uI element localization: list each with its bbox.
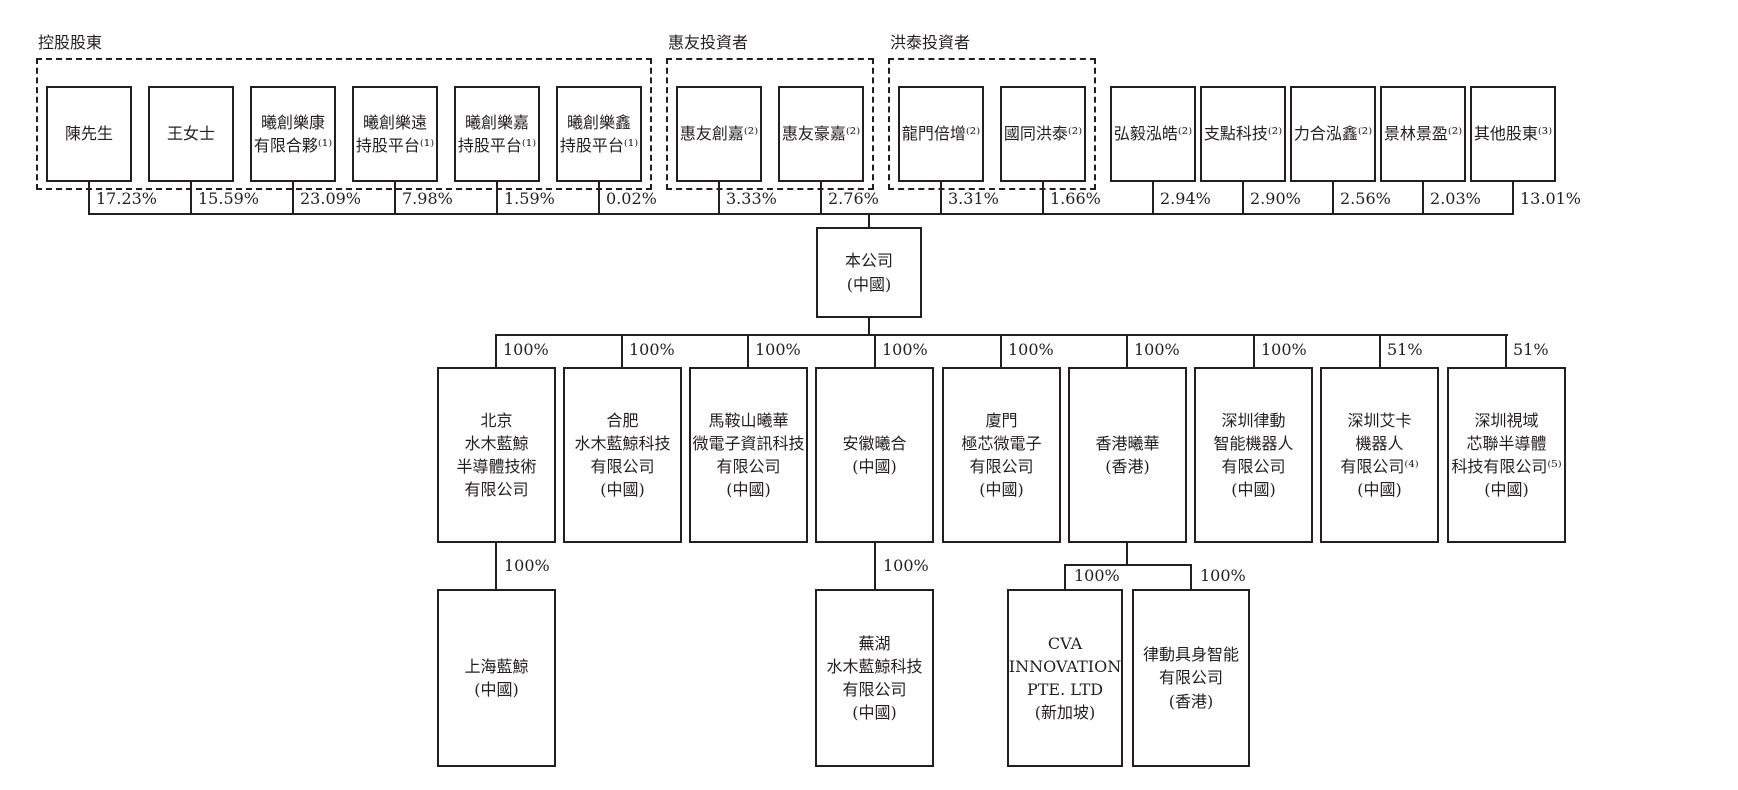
connector-line — [88, 182, 90, 213]
subsidiary-box-1: 北京 水木藍鯨 半導體技術 有限公司 — [437, 367, 556, 543]
connector-line — [1126, 334, 1128, 367]
subsidiary-box-9: 深圳視域 芯聯半導體 科技有限公司⁽⁵⁾ (中國) — [1447, 367, 1566, 543]
connector-line — [868, 213, 870, 227]
subsidiary-box-6: 香港曦華 (香港) — [1068, 367, 1187, 543]
ownership-label: 15.59% — [198, 189, 260, 208]
connector-line — [940, 182, 942, 213]
connector-line — [1190, 564, 1192, 589]
ownership-label: 100% — [883, 556, 929, 575]
shareholder-box-15: 其他股東⁽³⁾ — [1470, 86, 1556, 182]
subsidiary-box-8: 深圳艾卡 機器人 有限公司⁽⁴⁾ (中國) — [1320, 367, 1439, 543]
ownership-label: 13.01% — [1520, 189, 1582, 208]
ownership-label: 1.66% — [1050, 189, 1101, 208]
group-label-controlling-shareholders: 控股股東 — [38, 33, 103, 52]
connector-line — [1064, 564, 1192, 566]
ownership-label: 100% — [629, 340, 675, 359]
ownership-label: 100% — [1200, 566, 1246, 585]
shareholder-box-13: 力合泓鑫⁽²⁾ — [1290, 86, 1376, 182]
connector-line — [394, 182, 396, 213]
ownership-label: 100% — [1074, 566, 1120, 585]
shareholder-box-11: 弘毅泓皓⁽²⁾ — [1110, 86, 1196, 182]
shareholder-box-10: 國同洪泰⁽²⁾ — [1000, 86, 1086, 182]
ownership-label: 100% — [755, 340, 801, 359]
ownership-label: 51% — [1513, 340, 1549, 359]
ownership-label: 7.98% — [402, 189, 453, 208]
connector-line — [598, 182, 600, 213]
shareholder-box-3: 曦創樂康 有限合夥⁽¹⁾ — [250, 86, 336, 182]
shareholder-box-2: 王女士 — [148, 86, 234, 182]
shareholder-box-12: 支點科技⁽²⁾ — [1200, 86, 1286, 182]
sub-subsidiary-box-2: 蕪湖 水木藍鯨科技 有限公司 (中國) — [815, 589, 934, 767]
shareholder-box-6: 曦創樂鑫 持股平台⁽¹⁾ — [556, 86, 642, 182]
ownership-label: 100% — [1261, 340, 1307, 359]
connector-line — [1000, 334, 1002, 367]
ownership-label: 23.09% — [300, 189, 362, 208]
subsidiary-box-7: 深圳律動 智能機器人 有限公司 (中國) — [1194, 367, 1313, 543]
ownership-label: 2.76% — [828, 189, 879, 208]
shareholder-box-1: 陳先生 — [46, 86, 132, 182]
connector-line — [1064, 564, 1066, 589]
sub-subsidiary-box-1: 上海藍鯨 (中國) — [437, 589, 556, 767]
subsidiary-box-3: 馬鞍山曦華 微電子資訊科技 有限公司 (中國) — [689, 367, 808, 543]
connector-line — [1253, 334, 1255, 367]
group-box-hongtai-investors — [888, 58, 1096, 190]
connector-line — [874, 543, 876, 589]
connector-line — [496, 182, 498, 213]
connector-line — [874, 334, 876, 367]
connector-line — [88, 213, 1514, 215]
ownership-label: 100% — [882, 340, 928, 359]
sub-subsidiary-box-3: CVA INNOVATION PTE. LTD (新加坡) — [1007, 589, 1123, 767]
shareholder-box-8: 惠友豪嘉⁽²⁾ — [778, 86, 864, 182]
ownership-label: 1.59% — [504, 189, 555, 208]
shareholder-box-5: 曦創樂嘉 持股平台⁽¹⁾ — [454, 86, 540, 182]
connector-line — [820, 182, 822, 213]
connector-line — [1379, 334, 1381, 367]
ownership-label: 2.56% — [1340, 189, 1391, 208]
shareholder-box-14: 景林景盈⁽²⁾ — [1380, 86, 1466, 182]
group-label-hongtai-investors: 洪泰投資者 — [890, 33, 971, 52]
sub-subsidiary-box-4: 律動具身智能 有限公司 (香港) — [1132, 589, 1250, 767]
company-box: 本公司 (中國) — [816, 227, 922, 318]
connector-line — [747, 334, 749, 367]
connector-line — [1505, 334, 1507, 367]
subsidiary-box-2: 合肥 水木藍鯨科技 有限公司 (中國) — [563, 367, 682, 543]
connector-line — [495, 543, 497, 589]
shareholder-box-9: 龍門倍增⁽²⁾ — [898, 86, 984, 182]
connector-line — [1152, 182, 1154, 213]
ownership-label: 3.33% — [726, 189, 777, 208]
connector-line — [1042, 182, 1044, 213]
group-box-controlling-shareholders — [36, 58, 652, 190]
ownership-label: 3.31% — [948, 189, 999, 208]
connector-line — [495, 334, 497, 367]
ownership-label: 100% — [1008, 340, 1054, 359]
connector-line — [868, 318, 870, 334]
shareholder-box-4: 曦創樂遠 持股平台⁽¹⁾ — [352, 86, 438, 182]
connector-line — [1126, 543, 1128, 566]
ownership-label: 0.02% — [606, 189, 657, 208]
connector-line — [292, 182, 294, 213]
ownership-label: 100% — [504, 556, 550, 575]
ownership-label: 2.03% — [1430, 189, 1481, 208]
group-label-huiyou-investors: 惠友投資者 — [668, 33, 749, 52]
connector-line — [718, 182, 720, 213]
shareholder-box-7: 惠友創嘉⁽²⁾ — [676, 86, 762, 182]
connector-line — [1242, 182, 1244, 213]
connector-line — [190, 182, 192, 213]
subsidiary-box-5: 廈門 極芯微電子 有限公司 (中國) — [942, 367, 1061, 543]
connector-line — [1422, 182, 1424, 213]
subsidiary-box-4: 安徽曦合 (中國) — [815, 367, 934, 543]
ownership-label: 17.23% — [96, 189, 158, 208]
ownership-label: 100% — [1134, 340, 1180, 359]
ownership-label: 100% — [503, 340, 549, 359]
connector-line — [1332, 182, 1334, 213]
ownership-label: 2.94% — [1160, 189, 1211, 208]
group-box-huiyou-investors — [666, 58, 874, 190]
ownership-label: 51% — [1387, 340, 1423, 359]
ownership-label: 2.90% — [1250, 189, 1301, 208]
connector-line — [621, 334, 623, 367]
connector-line — [1512, 182, 1514, 213]
